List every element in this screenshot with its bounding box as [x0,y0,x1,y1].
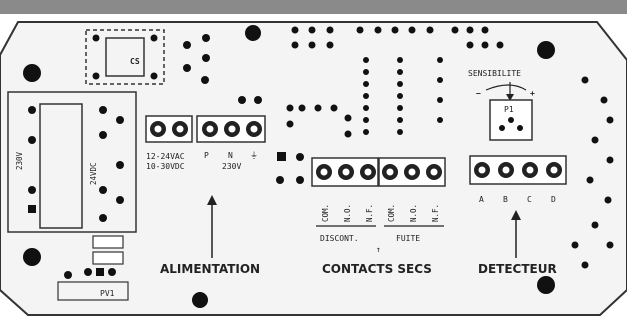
mount-hole-top-right [537,41,555,59]
230v-label: 230V [222,162,241,171]
neutral-label: N [228,151,233,160]
contact-label-1: COM. [321,204,330,222]
mount-hole-top-left [23,64,41,82]
transformer-left-label: 230V [15,151,24,170]
contacts-arrow: ↑ [376,245,381,254]
fuite-label: FUITE [396,234,420,243]
p1-label: P1 [504,105,514,114]
power-terminal-block [145,115,266,143]
middle-component-pads [238,26,434,184]
detector-terminal-d: D [551,195,556,204]
contact-label-2: N.O. [343,204,352,222]
contact-label-4: COM. [387,204,396,222]
cs-label: CS [130,57,140,66]
cs-component-body [105,37,145,77]
fuse-2 [92,251,124,265]
contacts-terminal-block [311,157,446,187]
contact-label-5: N.O. [409,204,418,222]
mount-hole-bottom-left [23,248,41,266]
sensibilite-label: SENSIBILITE [468,69,521,78]
voltage-ac-label: 12-24VAC [146,152,185,161]
pv1-label: PV1 [100,289,115,298]
phase-label: P [204,151,209,160]
mount-hole-top-middle [245,25,261,41]
sensibilite-minus: − [476,89,481,98]
alimentation-label: ALIMENTATION [160,262,260,276]
ic-pin-header [363,26,504,135]
sensibilite-arc [485,84,527,91]
voltage-dc-label: 10-30VDC [146,162,185,171]
detector-terminal-c: C [527,195,532,204]
detector-terminal-block [469,155,567,185]
contacts-secs-label: CONTACTS SECS [322,262,432,276]
transformer-core [39,103,83,229]
contact-label-6: N.F. [431,204,440,222]
contact-label-3: N.F. [365,204,374,222]
earth-label: ⏚ [250,151,258,160]
pv1-component [57,281,129,301]
sensibilite-plus: + [530,89,535,98]
detector-terminal-a: A [479,195,484,204]
transformer-right-label: 24VDC [89,162,98,185]
cs-component-outline [85,29,165,85]
fuse-1 [92,235,124,249]
transformer-outline [7,91,137,233]
right-edge-pads [571,76,614,269]
detecteur-label: DETECTEUR [478,262,557,276]
detector-terminal-b: B [503,195,508,204]
top-bar [0,0,627,14]
mount-hole-bottom-right [537,276,555,294]
discont-label: DISCONT. [320,234,359,243]
mount-hole-bottom-middle [192,292,208,308]
